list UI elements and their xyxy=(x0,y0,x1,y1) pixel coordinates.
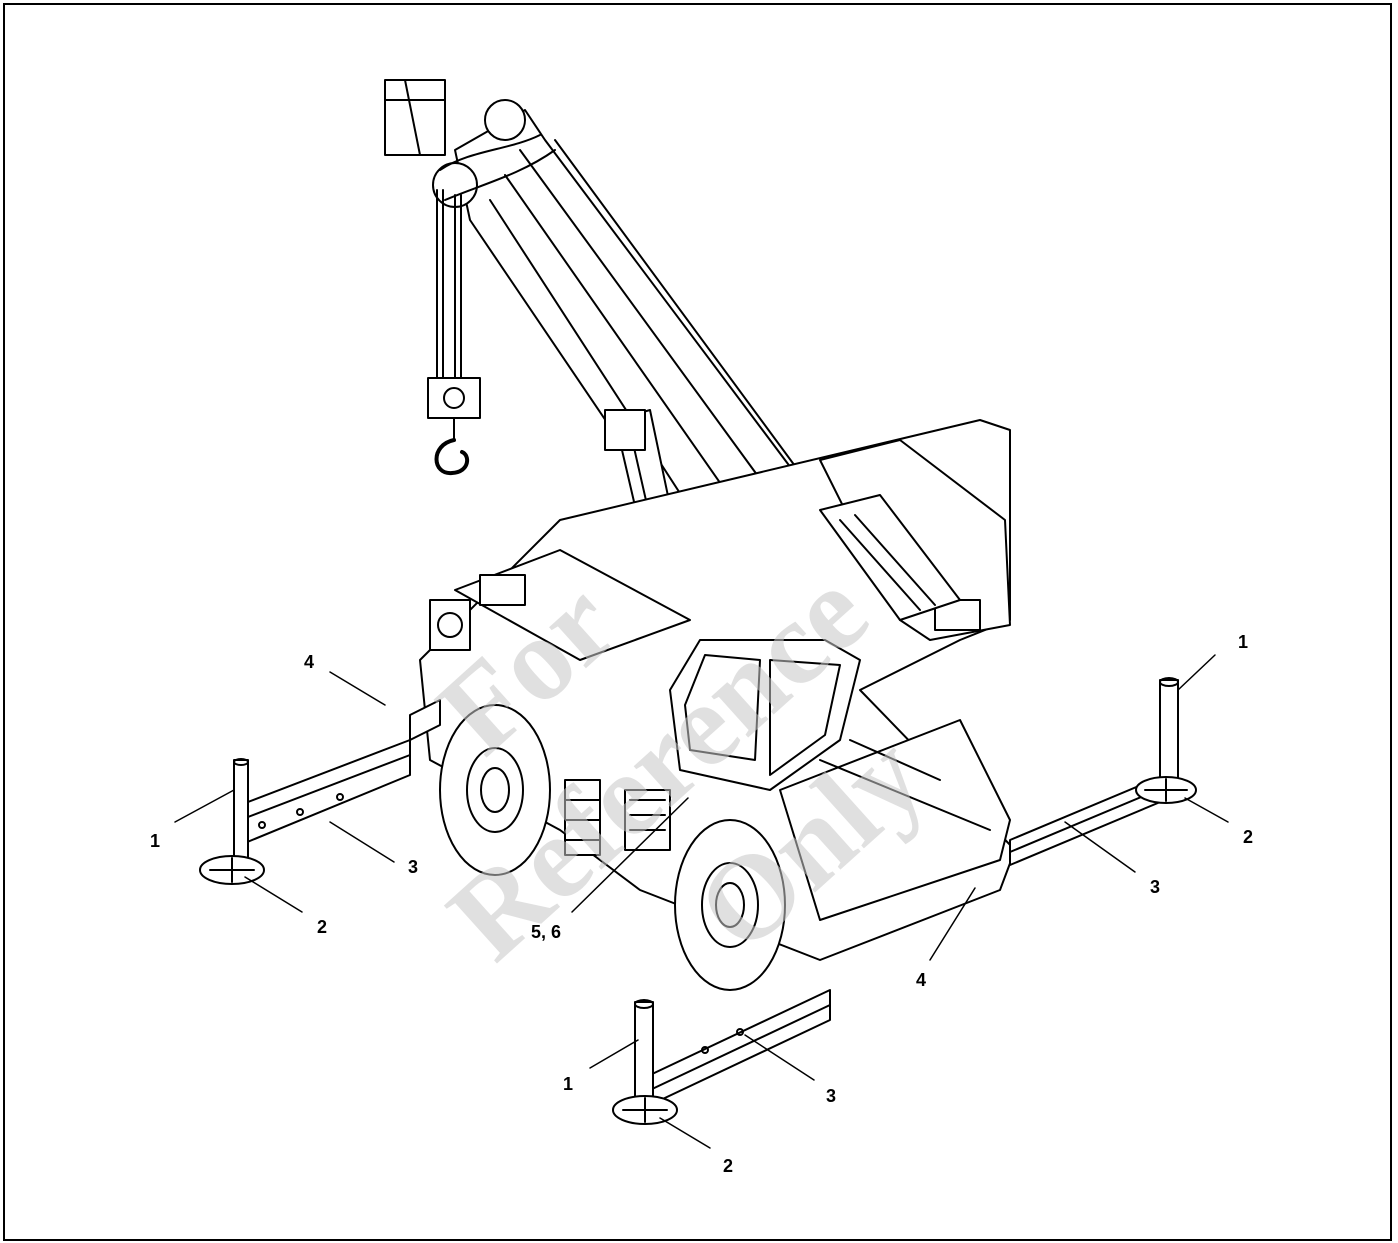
callout-5-6: 5, 6 xyxy=(531,922,561,942)
wheels xyxy=(440,705,785,990)
leader-lines xyxy=(175,655,1228,1148)
outrigger-beams xyxy=(240,700,1165,1105)
callout-2-right: 2 xyxy=(1243,827,1253,847)
figure-border xyxy=(3,3,1392,1241)
jack-cylinders xyxy=(234,678,1178,1097)
callout-1-front: 1 xyxy=(563,1074,573,1094)
carrier xyxy=(420,420,1015,960)
callout-1-left: 1 xyxy=(150,831,160,851)
callout-3-right: 3 xyxy=(1150,877,1160,897)
outrigger-floats xyxy=(200,777,1196,1124)
hook-block xyxy=(428,190,480,473)
callout-3-left: 3 xyxy=(408,857,418,877)
callout-1-right: 1 xyxy=(1238,632,1248,652)
callout-2-left: 2 xyxy=(317,917,327,937)
callout-3-front: 3 xyxy=(826,1086,836,1106)
callout-4-front: 4 xyxy=(916,970,926,990)
callout-labels: 1 1 1 2 2 2 3 3 3 4 4 5, 6 xyxy=(150,632,1253,1176)
callout-4-rear: 4 xyxy=(304,652,314,672)
callout-2-front: 2 xyxy=(723,1156,733,1176)
